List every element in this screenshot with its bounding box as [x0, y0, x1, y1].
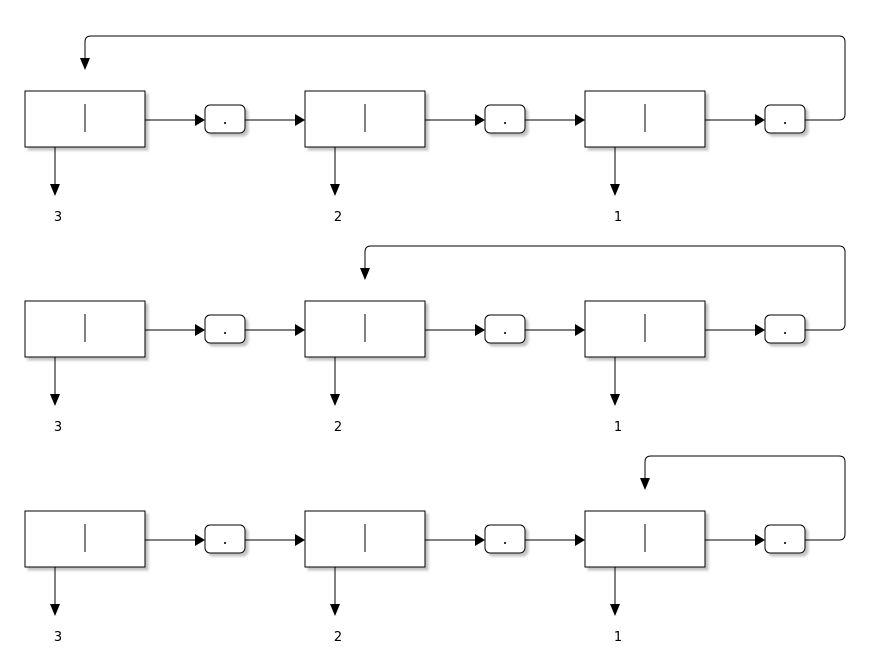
row-1: 3.2.1.	[24, 35, 846, 225]
arrow-right-icon	[575, 324, 585, 336]
arrow-right-icon	[295, 534, 305, 546]
arrow-down-icon	[610, 394, 620, 406]
arrow-down-icon	[330, 184, 340, 196]
back-link-wire	[644, 455, 846, 541]
value-label: 1	[614, 630, 622, 645]
row-2: 3.2.1.	[24, 245, 846, 435]
arrow-down-icon	[50, 604, 60, 616]
value-label: 2	[334, 630, 342, 645]
arrow-down-icon	[80, 58, 90, 70]
arrow-down-icon	[330, 604, 340, 616]
arrow-right-icon	[195, 324, 205, 336]
arrow-right-icon	[475, 324, 485, 336]
value-label: 2	[334, 210, 342, 225]
arrow-down-icon	[610, 184, 620, 196]
arrow-down-icon	[610, 604, 620, 616]
arrow-right-icon	[755, 324, 765, 336]
pointer-dot: .	[781, 113, 789, 128]
pointer-dot: .	[781, 323, 789, 338]
value-label: 1	[614, 420, 622, 435]
node-3-1: 3.	[24, 510, 305, 645]
arrow-right-icon	[575, 534, 585, 546]
node-3-3: 1.	[584, 510, 806, 645]
arrow-down-icon	[640, 478, 650, 490]
node-1-3: 1.	[584, 90, 806, 225]
pointer-box	[484, 104, 526, 134]
pointer-dot: .	[781, 533, 789, 548]
pointer-box	[204, 314, 246, 344]
value-label: 2	[334, 420, 342, 435]
pointer-box	[764, 314, 806, 344]
value-label: 3	[54, 210, 62, 225]
value-label: 1	[614, 210, 622, 225]
node-2-1: 3.	[24, 300, 305, 435]
arrow-down-icon	[50, 394, 60, 406]
pointer-dot: .	[221, 323, 229, 338]
arrow-right-icon	[295, 114, 305, 126]
arrow-right-icon	[755, 114, 765, 126]
node-3-2: 2.	[304, 510, 585, 645]
arrow-right-icon	[195, 534, 205, 546]
diagram-root: 3.2.1.3.2.1.3.2.1.	[24, 35, 846, 645]
arrow-down-icon	[50, 184, 60, 196]
pointer-box	[204, 104, 246, 134]
pointer-box	[484, 524, 526, 554]
pointer-dot: .	[501, 323, 509, 338]
pointer-box	[484, 314, 526, 344]
arrow-right-icon	[575, 114, 585, 126]
back-link-wire	[364, 245, 846, 331]
row-3: 3.2.1.	[24, 455, 846, 645]
node-2-3: 1.	[584, 300, 806, 435]
node-2-2: 2.	[304, 300, 585, 435]
value-label: 3	[54, 420, 62, 435]
pointer-box	[764, 524, 806, 554]
arrow-down-icon	[360, 268, 370, 280]
pointer-dot: .	[221, 113, 229, 128]
pointer-box	[204, 524, 246, 554]
pointer-dot: .	[501, 533, 509, 548]
back-link-wire	[84, 35, 846, 121]
arrow-right-icon	[475, 534, 485, 546]
arrow-down-icon	[330, 394, 340, 406]
node-1-2: 2.	[304, 90, 585, 225]
value-label: 3	[54, 630, 62, 645]
arrow-right-icon	[475, 114, 485, 126]
node-1-1: 3.	[24, 90, 305, 225]
arrow-right-icon	[755, 534, 765, 546]
arrow-right-icon	[295, 324, 305, 336]
pointer-dot: .	[221, 533, 229, 548]
arrow-right-icon	[195, 114, 205, 126]
pointer-box	[764, 104, 806, 134]
pointer-dot: .	[501, 113, 509, 128]
